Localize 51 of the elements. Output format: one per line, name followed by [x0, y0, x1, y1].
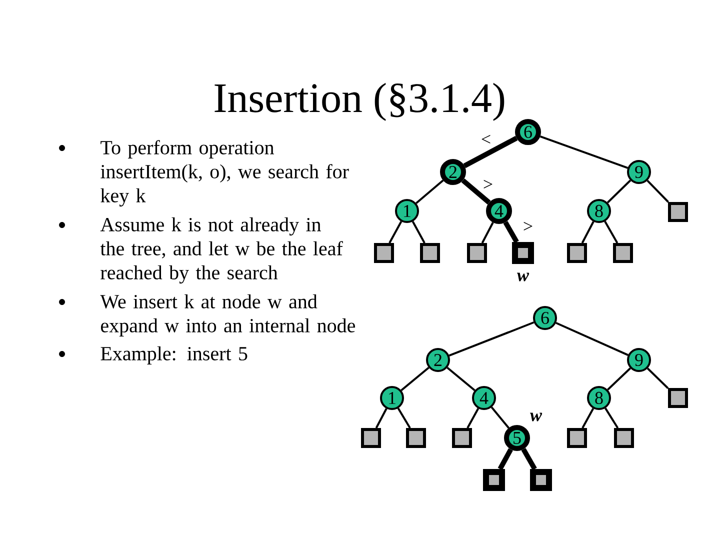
- tree-edge: [448, 321, 534, 357]
- leaf-square: [613, 243, 633, 263]
- edge-label: <: [480, 134, 492, 146]
- leaf-square: [483, 469, 505, 491]
- leaf-square: [668, 202, 688, 222]
- edge-label: >: [482, 179, 494, 191]
- tree-edge: [582, 408, 594, 428]
- node-label: w: [530, 412, 542, 422]
- leaf-square: [530, 469, 552, 491]
- bullet-text: Assume k is not already in the tree, and let w be the leaf reached by the search: [100, 217, 343, 284]
- tree-edge: [463, 136, 518, 168]
- leaf-square: [361, 428, 381, 448]
- tree-edge: [607, 368, 631, 390]
- tree-edge: [604, 408, 619, 429]
- tree-edge: [498, 448, 513, 470]
- leaf-square: [467, 243, 487, 263]
- tree-edge: [375, 408, 388, 428]
- tree-edge: [581, 221, 594, 244]
- node-label: w: [517, 272, 530, 282]
- tree-edge: [481, 222, 494, 244]
- bullet-text: Example: insert 5: [100, 346, 248, 364]
- bullet-text: To perform operation insertItem(k, o), we search for key k: [100, 140, 349, 206]
- tree-edge: [446, 366, 476, 392]
- leaf-square: [420, 243, 440, 263]
- tree-edge: [461, 178, 491, 204]
- edge-label: >: [522, 221, 534, 233]
- tree-edge: [503, 221, 519, 244]
- title: Insertion (§3.1.4): [214, 82, 504, 121]
- tree-edge: [521, 448, 537, 470]
- tree-edge: [412, 221, 426, 244]
- bullet-text: We insert k at node w and expand w into an internal node: [100, 294, 355, 336]
- tree-edge: [604, 220, 618, 244]
- tree-edge: [556, 322, 628, 356]
- leaf-square: [668, 388, 688, 408]
- leaf-square: [614, 428, 634, 448]
- tree-edge: [416, 180, 444, 204]
- tree-edge: [646, 368, 669, 389]
- tree-edge: [606, 180, 632, 204]
- tree-edge: [397, 408, 411, 428]
- tree-edge: [540, 135, 628, 169]
- tree-edge: [646, 180, 669, 203]
- leaf-square: [512, 242, 534, 264]
- tree-edge: [490, 406, 510, 429]
- tree-edge: [466, 408, 480, 428]
- leaf-square: [567, 243, 587, 263]
- tree-edge: [388, 221, 402, 244]
- leaf-square: [567, 428, 587, 448]
- leaf-square: [374, 243, 394, 263]
- leaf-square: [452, 428, 472, 448]
- tree-edge: [400, 366, 430, 392]
- leaf-square: [406, 428, 426, 448]
